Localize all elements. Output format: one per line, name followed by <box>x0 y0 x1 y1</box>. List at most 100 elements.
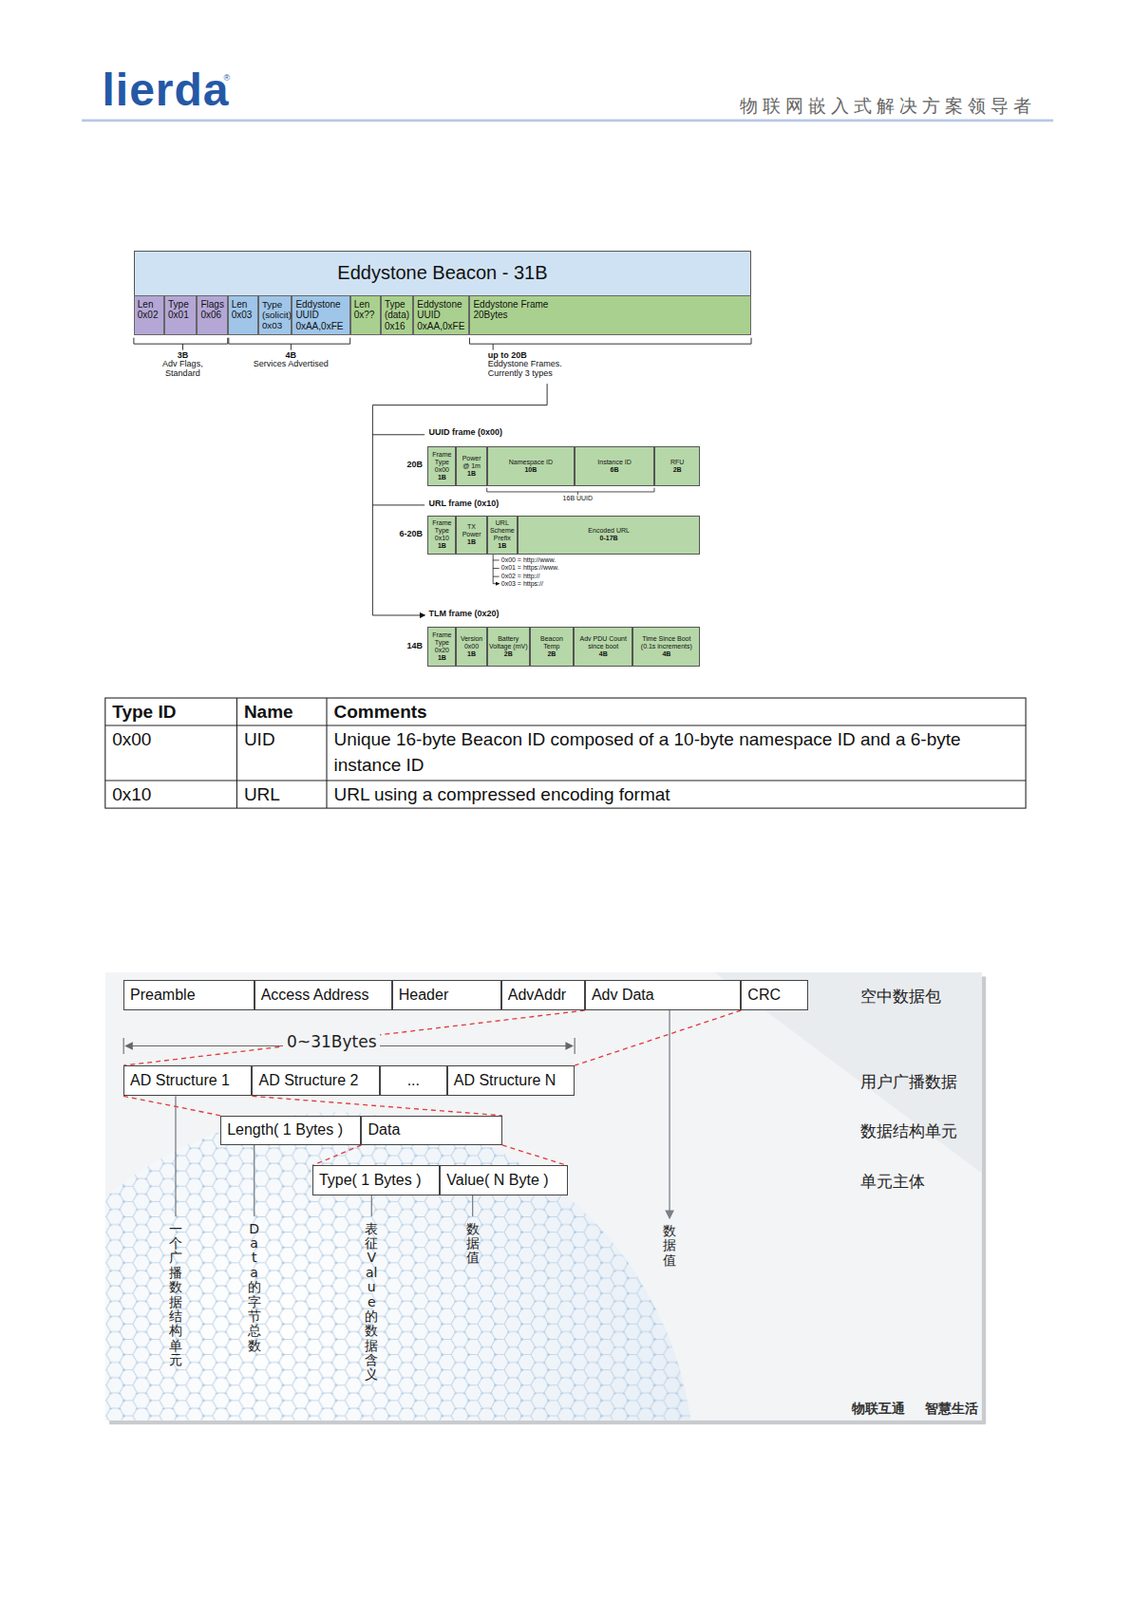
node-text: Preamble <box>130 986 195 1004</box>
node-detail: 10B <box>524 466 537 474</box>
table-cell: URL <box>244 782 324 809</box>
node-text: Battery Voltage (mV) <box>489 635 529 651</box>
row-label: 数据结构单元 <box>860 1120 983 1143</box>
node-detail: 20Bytes <box>472 309 750 321</box>
node-detail: 0x01 <box>168 309 195 321</box>
node-text: Len <box>137 299 163 311</box>
table-header: Name <box>244 699 324 726</box>
dimension-label: 0~31Bytes <box>283 1032 380 1052</box>
packet-field: CRC <box>740 980 809 1011</box>
node-text: Namespace ID <box>509 458 553 467</box>
node-text: AD Structure 2 <box>258 1072 359 1090</box>
ad-structure: ... <box>379 1065 448 1096</box>
row-label: 单元主体 <box>860 1170 983 1193</box>
packet-field: Adv Data <box>584 980 741 1011</box>
node-detail: 0x06 <box>200 309 226 321</box>
size-label: 20B <box>381 460 423 471</box>
unit-part: Type( 1 Bytes ) <box>312 1165 440 1195</box>
node-text: AD Structure 1 <box>130 1072 230 1090</box>
node-detail: 0xAA,0xFE <box>416 320 468 333</box>
node-detail: 1B <box>437 542 447 550</box>
node-detail: 2B <box>504 650 513 659</box>
packet-field: Header <box>392 980 502 1011</box>
sphere <box>105 1112 695 1421</box>
frame-cell: TX Power1B <box>455 515 487 555</box>
node-detail: 0x03 <box>262 320 290 331</box>
node-text: Type (data) <box>384 299 412 321</box>
frame-cell: Frame Type 0x001B <box>427 446 456 487</box>
sphere-picture <box>105 972 982 1421</box>
node-text: Type (solicit) <box>262 299 290 321</box>
prefix-leader-arrow <box>492 560 499 585</box>
node-text: Flags <box>200 299 226 311</box>
prefix-item: 0x03 = https:// <box>501 580 604 588</box>
node-text: Data <box>367 1121 400 1139</box>
logo-text: lierda <box>101 67 240 114</box>
node-text: Eddystone UUID <box>416 299 468 321</box>
node-text: Len <box>354 299 379 311</box>
frame-title: TLM frame (0x20) <box>428 609 551 620</box>
zoom-connector <box>123 1095 221 1115</box>
size-label: up to 20B <box>488 351 581 361</box>
field-cell: Len0x02 <box>133 295 165 336</box>
prefix-item: 0x02 = http:// <box>501 572 604 581</box>
field-cell: Type (solicit)0x03 <box>258 295 292 336</box>
vertical-note: 数据值 <box>466 1222 480 1266</box>
zoom-connector <box>502 1145 568 1167</box>
node-text: URL Scheme Prefix <box>489 519 516 543</box>
frame-cell: Power @ 1m1B <box>455 446 487 487</box>
size-label: 6-20B <box>381 529 423 540</box>
zoom-connector <box>312 1145 362 1167</box>
prefix-item: 0x00 = http://www. <box>501 556 604 565</box>
frame-cell: Instance ID6B <box>574 446 655 487</box>
node-text: Adv PDU Count since boot <box>575 635 631 651</box>
row-label: 用户广播数据 <box>860 1071 983 1094</box>
node-detail: 2B <box>673 466 682 474</box>
node-text: Frame Type 0x00 <box>429 451 454 474</box>
vertical-note: 表征Value的数据含义 <box>364 1222 378 1383</box>
node-detail: 0x16 <box>384 320 412 333</box>
zoom-connector <box>123 1010 585 1066</box>
frame-cell: Version 0x001B <box>455 626 487 667</box>
uuid-bracket <box>487 488 655 496</box>
tree-arrow <box>372 434 425 616</box>
node-text: Value( N Byte ) <box>446 1171 548 1189</box>
node-text: Frame Type 0x10 <box>429 519 454 543</box>
frame-cell: Frame Type 0x201B <box>427 626 456 667</box>
ad-structure: AD Structure 1 <box>123 1065 252 1096</box>
node-text: Header <box>398 986 449 1004</box>
registered-mark: ® <box>223 73 234 83</box>
size-label: 3B <box>162 351 204 361</box>
footer-motto: 智慧生活 <box>924 1400 997 1418</box>
slogan: 物联网嵌入式解决方案领导者 <box>698 94 1037 119</box>
node-detail: 1B <box>467 470 476 478</box>
frame-cell: URL Scheme Prefix1B <box>487 515 518 555</box>
frame-cell: Beacon Temp2B <box>529 626 574 667</box>
table-cell: URL using a compressed encoding format <box>333 782 1019 809</box>
field-cell: Type0x01 <box>164 295 197 336</box>
table-border <box>105 698 1026 809</box>
zoom-connector <box>251 1095 502 1115</box>
header-rule <box>81 118 1054 122</box>
node-detail: 1B <box>467 538 476 547</box>
node-text: Eddystone Frame <box>472 299 750 311</box>
structure-part: Length( 1 Bytes ) <box>220 1115 361 1146</box>
node-detail: 0x?? <box>354 309 379 321</box>
node-detail: 0-17B <box>600 534 619 543</box>
node-text: Length( 1 Bytes ) <box>226 1121 343 1139</box>
frame-cell: Encoded URL0-17B <box>517 515 700 555</box>
field-cell: Eddystone Frame20Bytes <box>469 295 752 336</box>
structure-part: Data <box>360 1115 502 1146</box>
size-label: 14B <box>381 641 423 652</box>
vertical-note: Data的字节总数 <box>247 1222 262 1355</box>
vertical-note: 数据值 <box>662 1224 677 1268</box>
sphere-mesh <box>105 1112 695 1421</box>
node-detail: 4B <box>661 650 671 659</box>
frame-cell: Time Since Boot (0.1s increments)4B <box>632 626 700 667</box>
node-text: AdvAddr <box>508 986 566 1004</box>
field-cell: Type (data)0x16 <box>380 295 414 336</box>
prefix-leader <box>492 554 494 585</box>
node-detail: 2B <box>547 650 556 659</box>
node-text: Frame Type 0x20 <box>429 631 454 655</box>
packet-field: Preamble <box>123 980 255 1011</box>
